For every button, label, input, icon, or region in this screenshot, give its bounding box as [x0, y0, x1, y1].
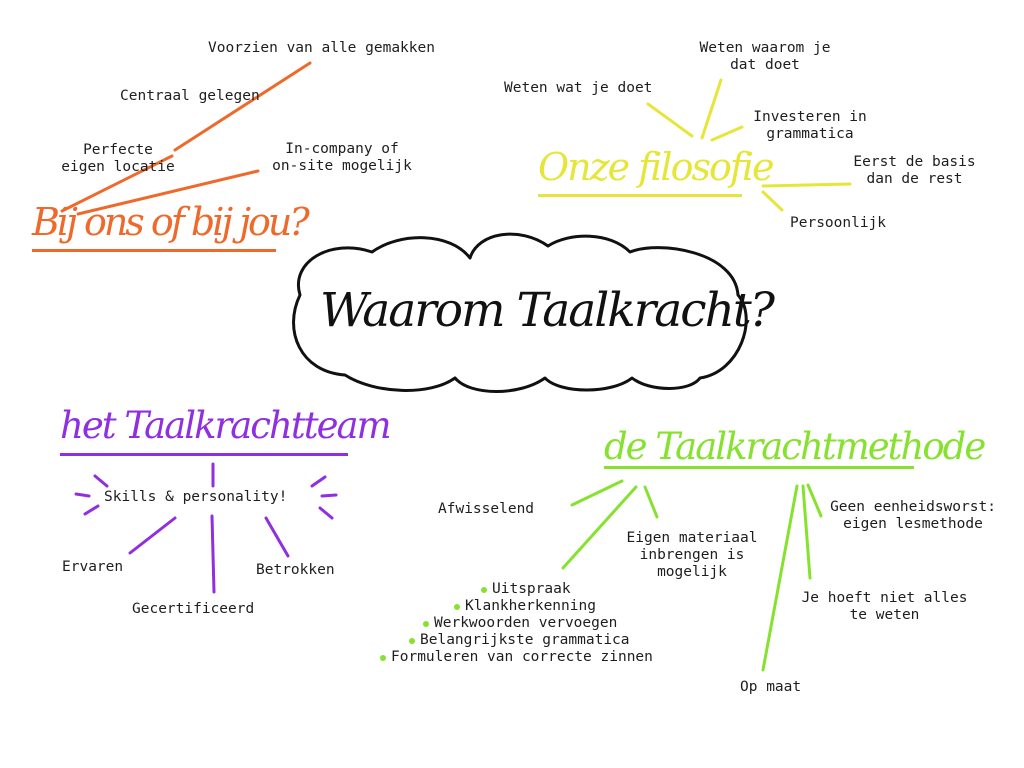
connector-geen-eenheidsworst — [806, 483, 823, 518]
item-afwisselend: Afwisselend — [438, 501, 535, 517]
connector-perfecte — [60, 154, 174, 213]
connector-persoonlijk — [761, 190, 784, 212]
item-persoonlijk: Persoonlijk — [790, 215, 887, 231]
ray-upper-right — [310, 475, 327, 488]
connector-niet-alles — [801, 484, 812, 580]
connector-betrokken — [264, 516, 290, 558]
center-cloud-shape — [292, 232, 748, 393]
connector-incompany — [76, 169, 260, 216]
ray-lower-left — [83, 504, 100, 516]
philosophy-connectors — [646, 78, 852, 212]
item-gecertificeerd: Gecertificeerd — [132, 601, 255, 617]
team-heading: het Taalkrachtteam — [60, 404, 392, 447]
connector-eigen-materiaal — [643, 485, 659, 519]
item-incompany: In-company of on-site mogelijk — [272, 141, 412, 174]
item-voorzien: Voorzien van alle gemakken — [208, 40, 435, 56]
item-ervaren: Ervaren — [62, 559, 124, 575]
item-niet-alles: Je hoeft niet alles te weten — [801, 590, 968, 623]
location-heading-underline — [32, 249, 276, 252]
item-geen-eenheidsworst: Geen eenheidsworst: eigen lesmethode — [830, 499, 996, 532]
connector-eerst — [761, 182, 852, 188]
location-heading: Bij ons of bij jou? — [32, 200, 310, 244]
connector-investeren — [710, 125, 744, 142]
center-title: Waarom Taalkracht? — [320, 283, 775, 338]
ray-lower-right — [318, 506, 334, 520]
ray-upper-left — [93, 474, 109, 488]
item-eigen-materiaal: Eigen materiaal inbrengen is mogelijk — [626, 530, 758, 580]
item-eerst: Eerst de basis dan de rest — [853, 154, 976, 187]
item-centraal: Centraal gelegen — [120, 88, 260, 104]
philosophy-heading-underline — [538, 194, 742, 197]
connector-op-maat — [761, 484, 799, 672]
item-weten-wat: Weten wat je doet — [504, 80, 653, 96]
connector-bullets — [561, 485, 638, 570]
connector-afwisselend — [570, 479, 624, 507]
method-heading-underline — [604, 466, 914, 469]
ray-right — [320, 493, 338, 498]
connector-ervaren — [128, 516, 177, 555]
method-connectors — [561, 479, 823, 672]
connector-voorzien — [173, 61, 312, 152]
item-betrokken: Betrokken — [256, 562, 335, 578]
team-heading-underline — [60, 453, 348, 456]
list-item: Belangrijkste grammatica — [409, 632, 630, 648]
philosophy-heading: Onze filosofie — [538, 145, 775, 189]
item-weten-waarom: Weten waarom je dat doet — [699, 40, 831, 73]
list-item: Klankherkenning — [454, 598, 596, 614]
list-item: Formuleren van correcte zinnen — [380, 649, 653, 665]
connector-gecertificeerd — [210, 514, 216, 594]
item-perfecte: Perfecte eigen locatie — [61, 142, 175, 175]
location-connectors — [60, 61, 312, 216]
connector-weten-waarom — [700, 78, 723, 140]
item-skills: Skills & personality! — [104, 489, 288, 505]
team-connectors — [74, 462, 338, 594]
method-heading: de Taalkrachtmethode — [604, 425, 986, 468]
connector-weten-wat — [646, 102, 694, 138]
list-item: Uitspraak — [481, 581, 571, 597]
item-op-maat: Op maat — [740, 679, 802, 695]
ray-left — [74, 492, 91, 498]
list-item: Werkwoorden vervoegen — [422, 615, 618, 631]
item-investeren: Investeren in grammatica — [753, 109, 867, 142]
